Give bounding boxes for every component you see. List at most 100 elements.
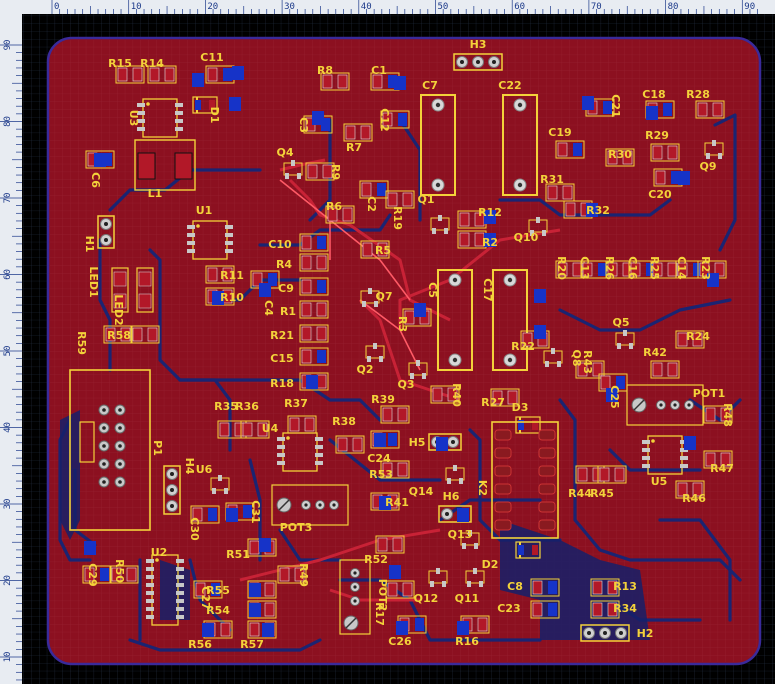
- component-led2[interactable]: [136, 267, 154, 313]
- component-r50[interactable]: [109, 565, 139, 584]
- component-r7[interactable]: [343, 123, 373, 142]
- component-p1[interactable]: [69, 369, 151, 531]
- component-r46[interactable]: [675, 480, 705, 499]
- component-q5[interactable]: [615, 330, 635, 349]
- component-r40[interactable]: [430, 385, 460, 404]
- potentiometer-icon: [626, 384, 704, 426]
- component-r11[interactable]: [205, 265, 235, 284]
- component-label: U5: [651, 475, 668, 488]
- component-c12[interactable]: [380, 110, 410, 129]
- component-r15[interactable]: [115, 65, 145, 84]
- component-c19[interactable]: [555, 140, 585, 159]
- component-label: R43: [581, 350, 594, 374]
- component-r31[interactable]: [545, 183, 575, 202]
- component-label: R5: [375, 244, 391, 257]
- component-label: H1: [83, 236, 96, 253]
- component-r58[interactable]: [130, 325, 160, 344]
- component-u2[interactable]: [146, 554, 184, 626]
- component-r45[interactable]: [597, 465, 627, 484]
- component-q9[interactable]: [704, 140, 724, 159]
- component-c17[interactable]: [492, 269, 528, 371]
- component-r9[interactable]: [305, 162, 335, 181]
- component-r5[interactable]: [360, 240, 390, 259]
- component-label: R16: [455, 635, 479, 648]
- component-q7[interactable]: [360, 288, 380, 307]
- component-c15[interactable]: [299, 347, 329, 366]
- component-r29[interactable]: [650, 143, 680, 162]
- component-q12[interactable]: [428, 568, 448, 587]
- component-q4[interactable]: [283, 160, 303, 179]
- component-r39[interactable]: [380, 405, 410, 424]
- component-u6[interactable]: [210, 475, 230, 494]
- component-c9[interactable]: [299, 277, 329, 296]
- component-q3[interactable]: [408, 360, 428, 379]
- component-label: Q5: [612, 316, 629, 329]
- component-r13[interactable]: [590, 578, 620, 597]
- component-q13[interactable]: [460, 530, 480, 549]
- component-pot3[interactable]: [271, 484, 349, 526]
- component-label: R52: [364, 553, 388, 566]
- component-q14[interactable]: [445, 465, 465, 484]
- smd-pad: [262, 623, 274, 637]
- header-icon: [97, 215, 115, 249]
- component-q10[interactable]: [528, 217, 548, 236]
- component-c2[interactable]: [359, 180, 389, 199]
- component-r30[interactable]: [605, 148, 635, 167]
- component-r43[interactable]: [575, 360, 605, 379]
- component-pot1[interactable]: [626, 384, 704, 426]
- component-pot2[interactable]: [339, 559, 371, 635]
- component-c29[interactable]: [82, 565, 112, 584]
- component-h4[interactable]: [163, 465, 181, 515]
- component-h2[interactable]: [580, 624, 630, 642]
- component-c30[interactable]: [190, 505, 220, 524]
- component-q11[interactable]: [465, 568, 485, 587]
- component-d1[interactable]: [192, 96, 218, 114]
- component-l1[interactable]: [134, 139, 196, 191]
- component-k2[interactable]: [491, 421, 559, 539]
- component-u4[interactable]: [277, 432, 323, 472]
- component-r53[interactable]: [380, 460, 410, 479]
- component-h3[interactable]: [453, 53, 503, 71]
- component-q8[interactable]: [543, 348, 563, 367]
- component-led1[interactable]: [111, 267, 129, 313]
- component-r59[interactable]: [103, 325, 133, 344]
- component-c22[interactable]: [502, 94, 538, 196]
- capacitor-icon: [299, 347, 329, 366]
- component-r27[interactable]: [490, 388, 520, 407]
- component-r21[interactable]: [299, 324, 329, 343]
- component-r19[interactable]: [385, 190, 415, 209]
- component-r42[interactable]: [650, 360, 680, 379]
- component-r24[interactable]: [675, 330, 705, 349]
- component-r36[interactable]: [240, 420, 270, 439]
- component-r38[interactable]: [335, 435, 365, 454]
- component-d2[interactable]: [515, 541, 541, 559]
- component-label: R22: [511, 340, 535, 353]
- component-c7[interactable]: [420, 94, 456, 196]
- component-h1[interactable]: [97, 215, 115, 249]
- component-r28[interactable]: [695, 100, 725, 119]
- component-r8[interactable]: [320, 72, 350, 91]
- component-r6[interactable]: [325, 205, 355, 224]
- component-r17[interactable]: [385, 580, 415, 599]
- component-r47[interactable]: [703, 450, 733, 469]
- component-c23[interactable]: [530, 600, 560, 619]
- component-c10[interactable]: [299, 233, 329, 252]
- component-d3[interactable]: [515, 416, 541, 434]
- component-r49[interactable]: [277, 565, 307, 584]
- component-r34[interactable]: [590, 600, 620, 619]
- component-q2[interactable]: [365, 343, 385, 362]
- component-u3[interactable]: [137, 98, 183, 138]
- component-c5[interactable]: [437, 269, 473, 371]
- component-r4[interactable]: [299, 253, 329, 272]
- component-c27[interactable]: [193, 580, 223, 599]
- component-r14[interactable]: [147, 65, 177, 84]
- component-label: U3: [127, 110, 140, 127]
- component-q1[interactable]: [430, 215, 450, 234]
- component-r1[interactable]: [299, 300, 329, 319]
- component-c8[interactable]: [530, 578, 560, 597]
- component-r48[interactable]: [703, 405, 733, 424]
- component-r52[interactable]: [375, 535, 405, 554]
- component-u1[interactable]: [187, 220, 233, 260]
- resistor-icon: [605, 148, 635, 167]
